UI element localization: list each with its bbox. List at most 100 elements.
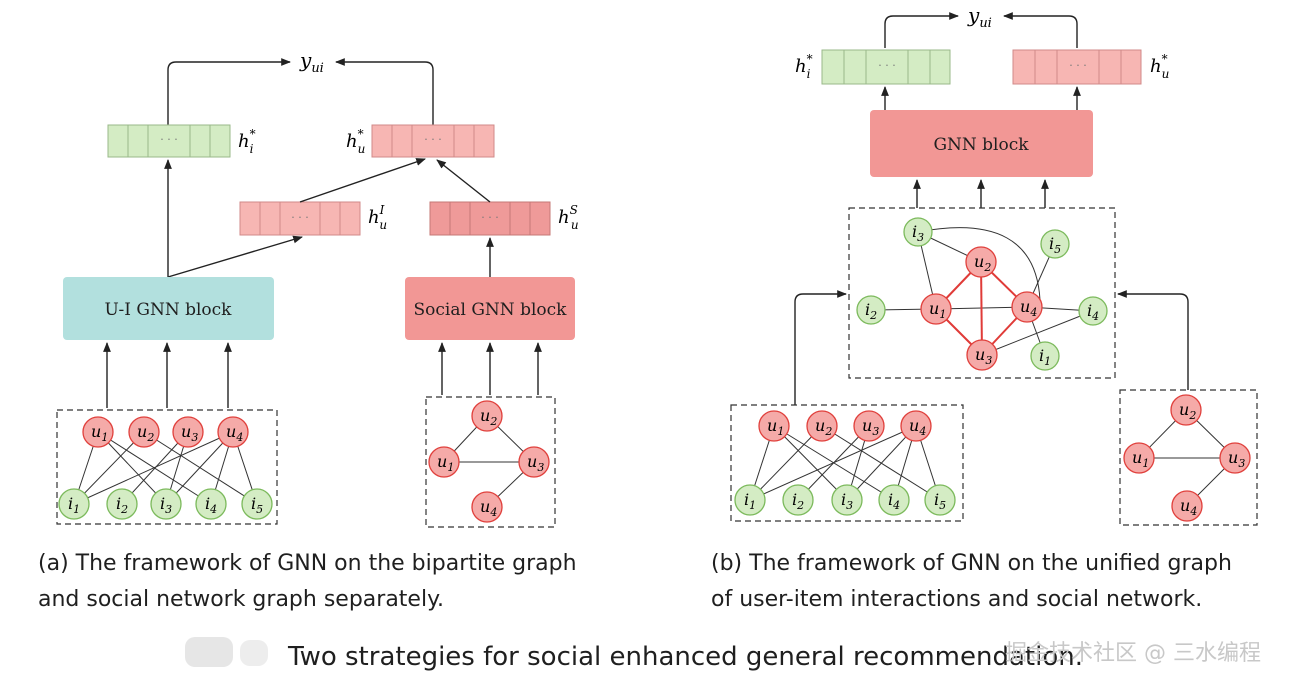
svg-text:· · ·: · · · <box>481 211 498 224</box>
user-node-u2: u2 <box>128 416 160 448</box>
hu-star-vector-b: · · · <box>1012 49 1142 85</box>
svg-text:u4: u4 <box>480 497 497 519</box>
svg-text:· · ·: · · · <box>291 211 308 224</box>
social-nodes-b: u2 u1 u3 u4 <box>1123 394 1251 522</box>
hi-star-vector-b: · · · <box>821 49 951 85</box>
user-node-u1: u1 <box>758 410 790 442</box>
user-node-u4: u4 <box>1011 291 1043 323</box>
hu-S-vector-a: · · · <box>429 201 551 236</box>
item-node-i1: i1 <box>1030 341 1060 371</box>
social-graph-box-b <box>1119 389 1258 526</box>
user-node-u3: u3 <box>1219 442 1251 474</box>
figure-title: Two strategies for social enhanced gener… <box>287 642 1083 672</box>
svg-text:u3: u3 <box>527 452 544 474</box>
caption-a-line2: and social network graph separately. <box>38 587 444 612</box>
arrow-huS-to-hu <box>436 159 491 203</box>
svg-text:u2: u2 <box>137 422 154 444</box>
svg-text:i2: i2 <box>865 300 877 322</box>
user-node-u4: u4 <box>471 491 503 523</box>
arrow-hu-to-y-b <box>1003 12 1078 48</box>
user-node-u2: u2 <box>965 246 997 278</box>
hu-star-label-a: h*u <box>346 127 365 156</box>
social-graph-box-a <box>425 396 556 528</box>
bipartite-edges-b <box>749 425 941 501</box>
svg-text:· · ·: · · · <box>1069 59 1086 72</box>
svg-text:u4: u4 <box>226 422 243 444</box>
svg-text:i2: i2 <box>116 494 128 516</box>
item-node-i4: i4 <box>878 484 910 516</box>
item-node-i3: i3 <box>831 484 863 516</box>
svg-text:i4: i4 <box>205 494 217 516</box>
svg-text:u2: u2 <box>480 406 497 428</box>
hi-star-vector-a: · · · <box>107 124 231 158</box>
svg-text:u3: u3 <box>862 416 879 438</box>
gnn-block-label: GNN block <box>933 135 1029 155</box>
user-node-u2: u2 <box>806 410 838 442</box>
panel-b: yui · · · h*i · · · h*u GNN <box>711 3 1258 612</box>
svg-text:i4: i4 <box>1087 301 1099 323</box>
arrow-hu-to-y-a <box>335 58 434 125</box>
svg-text:u3: u3 <box>975 345 992 367</box>
svg-text:· · ·: · · · <box>160 133 177 146</box>
hu-star-vector-a: · · · <box>371 124 495 158</box>
svg-text:i1: i1 <box>744 490 756 512</box>
arrow-social-to-unified <box>1117 290 1189 390</box>
arrow-hi-to-y-a <box>167 58 291 125</box>
hi-star-label-b: h*i <box>795 52 813 81</box>
arrow-huI-to-hu <box>299 158 426 203</box>
user-node-u1: u1 <box>1123 442 1155 474</box>
svg-text:i4: i4 <box>888 490 900 512</box>
svg-text:i3: i3 <box>912 222 924 244</box>
social-gnn-block-label: Social GNN block <box>414 300 568 320</box>
svg-text:u2: u2 <box>815 416 832 438</box>
user-node-u2: u2 <box>471 400 503 432</box>
user-node-u1: u1 <box>82 416 114 448</box>
ui-gnn-block <box>63 277 274 340</box>
item-node-i3: i3 <box>903 217 933 247</box>
item-node-i4: i4 <box>195 488 227 520</box>
unified-graph-box <box>848 207 1116 379</box>
bipartite-graph-box-a <box>56 409 278 525</box>
svg-text:· · ·: · · · <box>878 59 895 72</box>
caption-b-line1: (b) The framework of GNN on the unified … <box>711 551 1232 576</box>
svg-text:i3: i3 <box>841 490 853 512</box>
hi-star-label-a: h*i <box>238 127 256 156</box>
svg-text:u1: u1 <box>767 416 784 438</box>
svg-text:u1: u1 <box>91 422 108 444</box>
svg-text:u3: u3 <box>1228 448 1245 470</box>
watermark: 掘金技术社区 @ 三水编程 <box>1005 641 1261 666</box>
svg-text:u4: u4 <box>1020 297 1037 319</box>
arrow-hi-to-y-b <box>884 12 959 48</box>
user-node-u3: u3 <box>853 410 885 442</box>
y-ui-label-a: yui <box>299 48 324 76</box>
svg-text:i2: i2 <box>792 490 804 512</box>
bipartite-nodes-b: u1 u2 u3 u4 i1 i2 i3 i4 i5 <box>734 410 956 516</box>
user-node-u4: u4 <box>1171 490 1203 522</box>
svg-text:u1: u1 <box>437 452 454 474</box>
user-node-u2: u2 <box>1170 394 1202 426</box>
bipartite-nodes-a: u1 u2 u3 u4 i1 i2 i3 i4 i5 <box>58 416 273 520</box>
svg-text:u2: u2 <box>1179 400 1196 422</box>
caption-b-line2: of user-item interactions and social net… <box>711 587 1202 612</box>
arrow-bipartite-to-unified <box>794 290 847 405</box>
user-node-u4: u4 <box>217 416 249 448</box>
svg-text:u1: u1 <box>1132 448 1149 470</box>
svg-text:i5: i5 <box>1049 234 1061 256</box>
item-node-i2: i2 <box>782 484 814 516</box>
item-node-i2: i2 <box>856 295 886 325</box>
user-node-u4: u4 <box>900 410 932 442</box>
user-node-u3: u3 <box>518 446 550 478</box>
svg-text:i1: i1 <box>68 494 80 516</box>
y-ui-label-b: yui <box>967 3 992 31</box>
unified-nodes: i3 u2 i5 i2 u1 u4 i4 u3 i1 <box>856 217 1108 371</box>
svg-text:u1: u1 <box>929 299 946 321</box>
arrow-uignn-to-huI <box>167 235 303 278</box>
item-node-i5: i5 <box>1040 229 1070 259</box>
hu-I-vector-a: · · · <box>239 201 361 236</box>
user-node-u3: u3 <box>172 416 204 448</box>
svg-text:u4: u4 <box>909 416 926 438</box>
svg-text:i5: i5 <box>251 494 263 516</box>
